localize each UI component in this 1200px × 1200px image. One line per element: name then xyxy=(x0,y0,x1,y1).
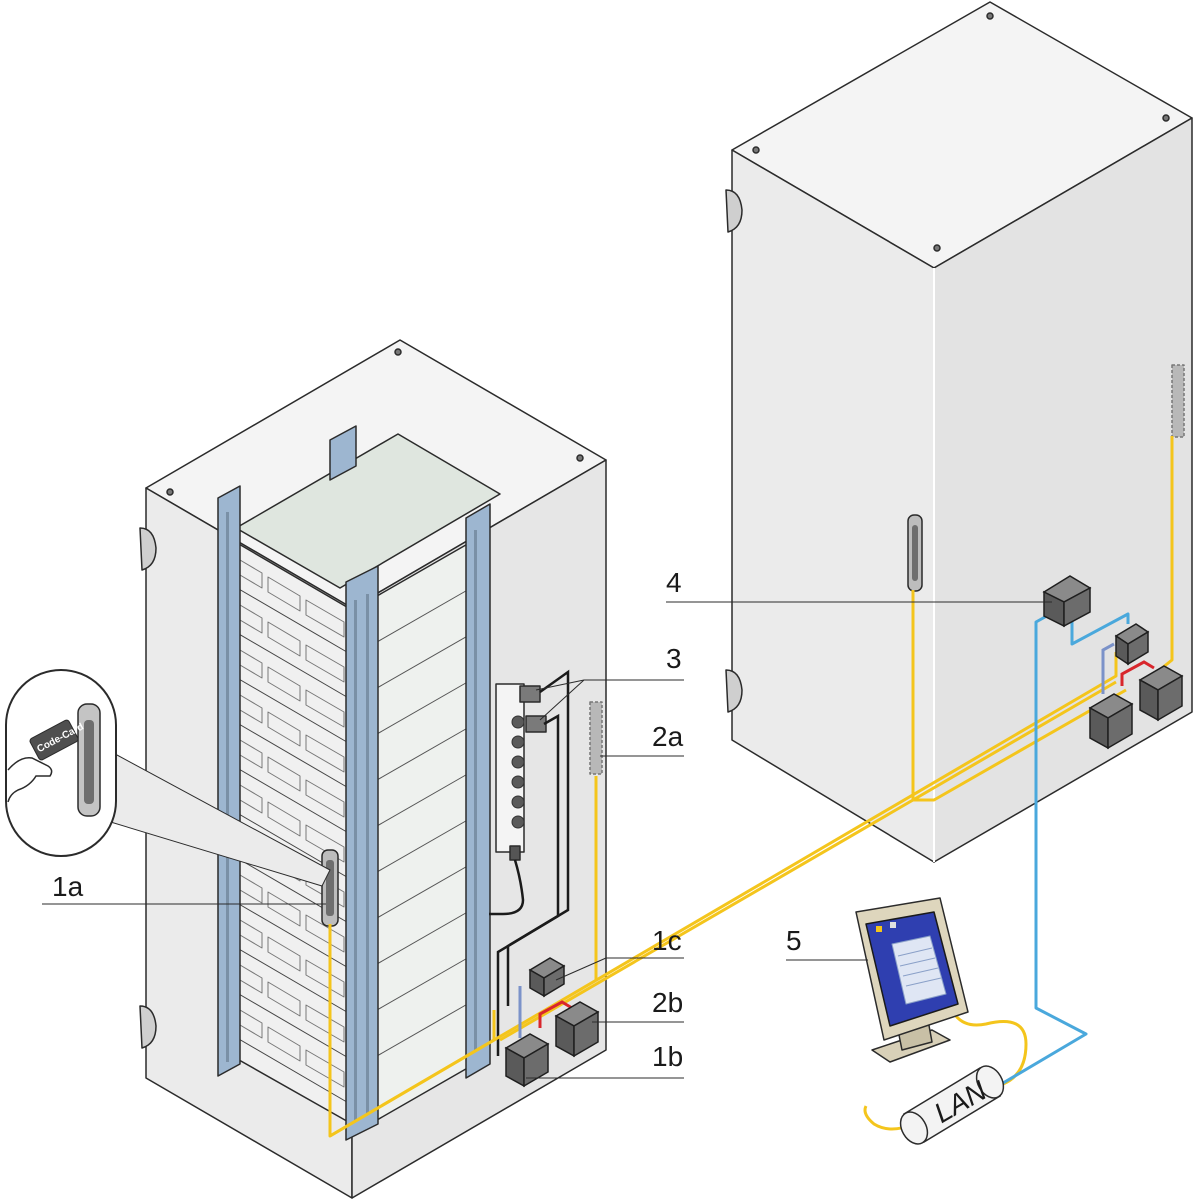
screw-icon xyxy=(576,454,584,462)
power-cable xyxy=(489,859,525,916)
leader-1c xyxy=(555,957,607,981)
unit-1b xyxy=(504,1033,550,1088)
door-sensor-strip xyxy=(1171,364,1185,438)
unit-remote-small xyxy=(1114,623,1150,666)
label-2a: 2a xyxy=(652,721,684,752)
rack-rail xyxy=(465,503,491,1079)
hinge-icon xyxy=(139,527,157,571)
label-3: 3 xyxy=(666,643,682,674)
desktop-icon xyxy=(890,922,896,928)
leader-lines xyxy=(42,601,1052,1079)
label-5: 5 xyxy=(786,925,802,956)
desktop-icon xyxy=(876,926,882,932)
lan-network-cylinder: LAN xyxy=(899,1065,1005,1145)
computer-monitor xyxy=(855,897,969,1063)
monitoring-units xyxy=(504,575,1184,1088)
power-switch-3 xyxy=(525,715,547,733)
power-strip-plug xyxy=(509,845,521,861)
right-cabinet-front xyxy=(731,149,935,863)
unit-4 xyxy=(1042,575,1092,628)
sensor-cables xyxy=(328,436,1174,1138)
label-1c: 1c xyxy=(652,925,682,956)
monitor-window xyxy=(891,935,947,1005)
label-2b: 2b xyxy=(652,987,683,1018)
screw-icon xyxy=(933,244,941,252)
screw-icon xyxy=(166,488,174,496)
right-cabinet xyxy=(725,1,1193,863)
hinge-icon xyxy=(725,669,743,713)
unit-remote-left xyxy=(1088,693,1134,750)
code-card-detail: Code-Card xyxy=(5,669,331,887)
screw-icon xyxy=(986,12,994,20)
hinge-icon xyxy=(139,1005,157,1049)
unit-1c xyxy=(528,957,566,998)
hinge-icon xyxy=(725,189,743,233)
rack-rail xyxy=(345,565,379,1141)
rack-rail xyxy=(329,425,357,481)
server-stack-side xyxy=(369,537,479,1125)
label-4: 4 xyxy=(666,567,682,598)
leader-3 xyxy=(535,679,585,691)
label-1b: 1b xyxy=(652,1041,683,1072)
power-switch-3 xyxy=(519,685,541,703)
screw-icon xyxy=(752,146,760,154)
control-cables xyxy=(496,669,570,1056)
power-cables xyxy=(518,642,1155,1038)
lan-cables xyxy=(997,610,1130,1088)
unit-2b xyxy=(554,1001,600,1058)
door-sensor-strip-2a xyxy=(589,701,603,775)
rack-rail xyxy=(217,485,241,1077)
power-socket-icons xyxy=(511,715,525,829)
unit-remote-right xyxy=(1138,665,1184,722)
label-1a: 1a xyxy=(52,871,84,902)
hand-icon xyxy=(7,757,53,803)
screw-icon xyxy=(394,348,402,356)
screw-icon xyxy=(1162,114,1170,122)
